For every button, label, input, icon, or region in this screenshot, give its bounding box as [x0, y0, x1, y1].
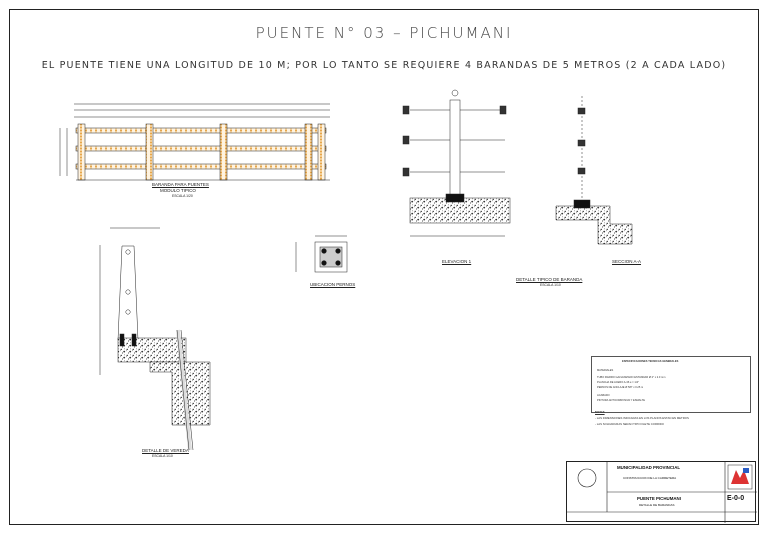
elevation-drawing [402, 89, 511, 237]
specifications-box: ESPECIFICACIONES TECNICAS GENERALES MATE… [591, 356, 751, 413]
title-block-grid [567, 462, 757, 523]
railing-module-drawing [59, 103, 330, 181]
spec-row: PLANCHA DE ACERO A-36 e = 1/4" [597, 381, 639, 384]
sheet-code: E-0-0 [727, 495, 745, 502]
spec-row: MATERIALES [597, 369, 614, 372]
general-note-item: - LAS DIMENSIONES INDICADAS EN LOS PLANO… [595, 416, 689, 420]
bolts-label: UBICACION PERNOS [310, 282, 356, 287]
general-notes-header: NOTAS [595, 410, 605, 414]
spec-header: ESPECIFICACIONES TECNICAS GENERALES [622, 360, 679, 363]
logo-icon [727, 464, 753, 490]
railing-sublabel: MODULO TIPICO [160, 188, 196, 193]
project-name: CONSTRUCCION DE LA CARRETERA [623, 476, 677, 480]
sidewalk-scale: ESCALA 1/10 [152, 454, 173, 458]
drawing-sheet: PUENTE N° 03 – PICHUMANI EL PUENTE TIENE… [9, 9, 759, 525]
elevation-label: ELEVACION 1 [442, 259, 472, 264]
spec-row: ACABADO [597, 394, 610, 397]
railing-scale: ESCALA 1/20 [172, 194, 193, 198]
title-block: MUNICIPALIDAD PROVINCIAL CONSTRUCCION DE… [566, 461, 757, 523]
typical-label: DETALLE TIPICO DE BARANDA [516, 277, 583, 282]
spec-row: PERNOS DE ANCLAJE Ø 5/8" x 0.25 m [597, 386, 644, 389]
general-notes: NOTAS - LAS DIMENSIONES INDICADAS EN LOS… [595, 410, 689, 426]
section-label: SECCION A-A [612, 259, 642, 264]
sidewalk-detail-drawing [99, 227, 211, 451]
railing-label: BARANDA PARA PUENTES [152, 182, 209, 187]
sheet-title: PUENTE PICHUMANI [637, 496, 681, 501]
sheet-subtitle: DETALLE DE BARANDAS [639, 503, 675, 507]
bolt-location-drawing [295, 235, 348, 273]
page-title: PUENTE N° 03 – PICHUMANI [255, 24, 513, 42]
general-note-item: - LAS SOLDADURAS SERAN TIPO FILETE CORRI… [595, 422, 664, 426]
sidewalk-label: DETALLE DE VEREDA [142, 448, 189, 453]
typical-scale: ESCALA 1/10 [540, 283, 561, 287]
page-subtitle: EL PUENTE TIENE UNA LONGITUD DE 10 M; PO… [41, 60, 727, 71]
spec-row: PINTURA ANTICORROSIVA Y ESMALTE [597, 399, 645, 402]
spec-row: TUBO FIERRO GALVANIZADO ESTANDAR Ø 2" x … [597, 376, 666, 379]
section-drawing [555, 96, 633, 245]
org-name: MUNICIPALIDAD PROVINCIAL [617, 465, 681, 470]
